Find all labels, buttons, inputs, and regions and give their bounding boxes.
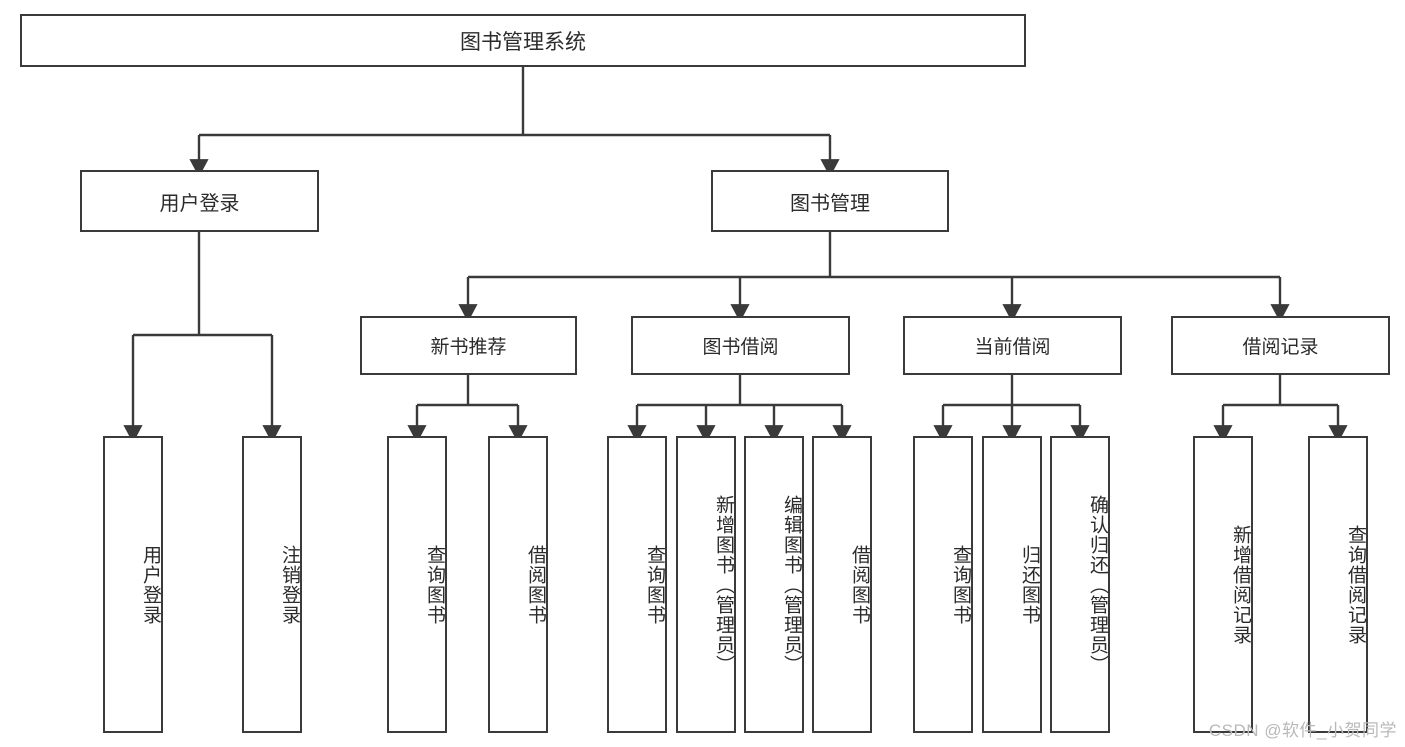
node-label: 新增图书（管理员） xyxy=(713,494,734,675)
node-current-borrow[interactable]: 当前借阅 xyxy=(903,316,1122,375)
leaf-add-borrow-record[interactable]: 新增借阅记录 xyxy=(1193,436,1253,733)
node-borrow-record[interactable]: 借阅记录 xyxy=(1171,316,1390,375)
leaf-query-book-recommend[interactable]: 查询图书 xyxy=(387,436,447,733)
node-label: 新增借阅记录 xyxy=(1230,524,1251,645)
node-label: 借阅记录 xyxy=(1242,337,1319,358)
leaf-user-login[interactable]: 用户登录 xyxy=(103,436,163,733)
node-label: 注销登录 xyxy=(279,544,300,625)
leaf-borrow-book-recommend[interactable]: 借阅图书 xyxy=(488,436,548,733)
node-label: 查询借阅记录 xyxy=(1345,524,1366,645)
leaf-borrow-book[interactable]: 借阅图书 xyxy=(812,436,872,733)
node-label: 用户登录 xyxy=(140,544,161,625)
node-new-book-recommend[interactable]: 新书推荐 xyxy=(360,316,577,375)
leaf-edit-book-admin[interactable]: 编辑图书（管理员） xyxy=(744,436,804,733)
leaf-query-book-current[interactable]: 查询图书 xyxy=(913,436,973,733)
node-label: 当前借阅 xyxy=(974,337,1051,358)
leaf-return-book[interactable]: 归还图书 xyxy=(982,436,1042,733)
node-label: 查询图书 xyxy=(644,544,665,625)
node-label: 借阅图书 xyxy=(849,544,870,625)
node-label: 确认归还（管理员） xyxy=(1087,494,1108,675)
node-label: 编辑图书（管理员） xyxy=(781,494,802,675)
csdn-watermark: CSDN @软件_小贺同学 xyxy=(1208,721,1397,740)
node-book-borrow[interactable]: 图书借阅 xyxy=(631,316,850,375)
node-label: 图书管理系统 xyxy=(460,30,586,54)
node-label: 查询图书 xyxy=(424,544,445,625)
node-label: 查询图书 xyxy=(950,544,971,625)
node-label: 借阅图书 xyxy=(525,544,546,625)
leaf-query-book-borrow[interactable]: 查询图书 xyxy=(607,436,667,733)
node-root-system[interactable]: 图书管理系统 xyxy=(20,14,1026,67)
node-user-login[interactable]: 用户登录 xyxy=(80,170,319,232)
node-label: 图书借阅 xyxy=(702,337,779,358)
leaf-add-book-admin[interactable]: 新增图书（管理员） xyxy=(676,436,736,733)
node-book-management[interactable]: 图书管理 xyxy=(711,170,949,232)
leaf-confirm-return-admin[interactable]: 确认归还（管理员） xyxy=(1050,436,1110,733)
leaf-query-borrow-record[interactable]: 查询借阅记录 xyxy=(1308,436,1368,733)
leaf-logout[interactable]: 注销登录 xyxy=(242,436,302,733)
node-label: 图书管理 xyxy=(790,192,870,215)
node-label: 用户登录 xyxy=(159,192,240,215)
node-label: 新书推荐 xyxy=(430,337,507,358)
node-label: 归还图书 xyxy=(1019,544,1040,625)
